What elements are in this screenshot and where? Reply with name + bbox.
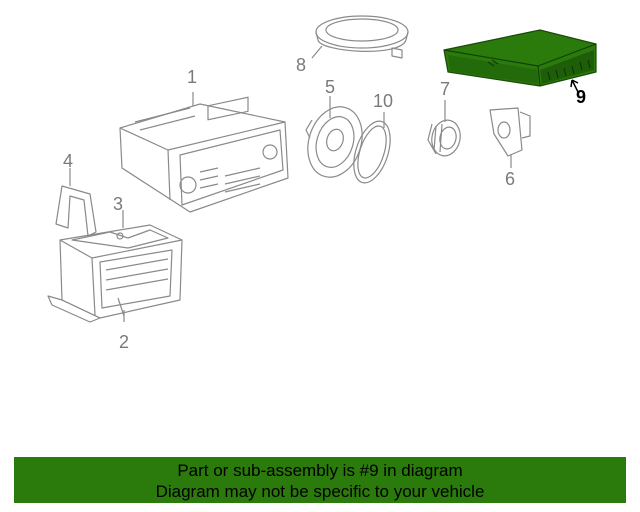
part-5-speaker (305, 106, 363, 178)
info-banner: Part or sub-assembly is #9 in diagram Di… (14, 457, 626, 503)
banner-line-2: Diagram may not be specific to your vehi… (155, 482, 485, 501)
part-1-radio (119, 96, 289, 213)
callout-2: 2 (119, 332, 130, 352)
part-8-speaker (315, 15, 409, 59)
banner-line-1: Part or sub-assembly is #9 in diagram (177, 461, 463, 480)
callout-4: 4 (63, 151, 74, 171)
callout-9: 9 (576, 87, 587, 107)
callout-10: 10 (373, 91, 394, 111)
callout-3: 3 (113, 194, 124, 214)
part-10-grille (353, 120, 391, 184)
callout-5: 5 (325, 77, 336, 97)
callout-6: 6 (505, 169, 516, 189)
part-4-bracket (55, 185, 97, 237)
part-3-bracket (71, 229, 169, 249)
part-9-amplifier (443, 29, 597, 93)
part-7-tweeter (427, 119, 461, 157)
part-2-housing (47, 224, 183, 323)
parts-diagram (47, 15, 597, 323)
callout-8: 8 (296, 55, 307, 75)
callout-1: 1 (187, 67, 198, 87)
part-6-mount (489, 107, 531, 157)
callout-7: 7 (440, 79, 451, 99)
